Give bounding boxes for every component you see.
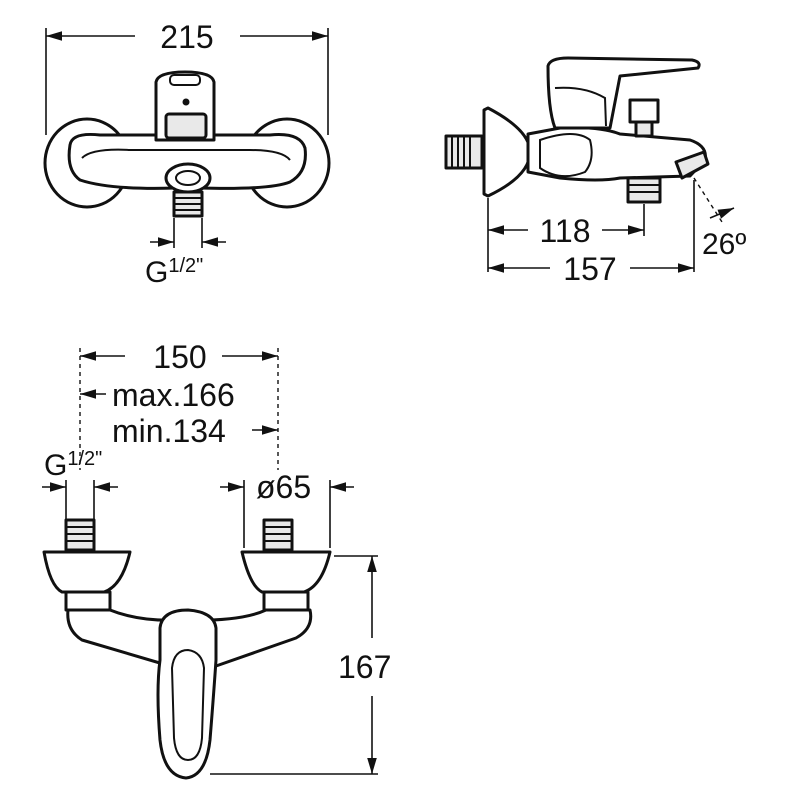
front-view: 215 G1/2": [43, 19, 331, 289]
dim-centers-max: max.166: [112, 377, 235, 413]
right-rosette-top: [240, 550, 332, 594]
top-handle: [156, 608, 218, 780]
side-lever: [546, 56, 701, 130]
side-rosette: [482, 106, 532, 198]
side-view: 26º 118 157: [444, 56, 746, 287]
side-lower-thread: [626, 176, 662, 204]
thread-label-front: G1/2": [145, 255, 203, 289]
mixer-body: [67, 133, 307, 190]
right-nut: [262, 590, 310, 612]
dim-height-167: 167: [338, 649, 391, 685]
dim-centers-150: 150: [153, 339, 206, 375]
dim-angle-26: 26º: [702, 228, 746, 261]
thread-label-top: G1/2": [44, 448, 102, 482]
dim-depth-157: 157: [563, 251, 616, 287]
left-nut: [64, 590, 112, 612]
top-view: 150 max.166 min.134 G1/2" ø65: [42, 339, 391, 780]
dim-rosette-65: ø65: [256, 469, 311, 505]
diverter-knob: [628, 98, 660, 124]
dim-centers-min: min.134: [112, 413, 226, 449]
spout-tip: [674, 150, 710, 180]
left-rosette-top: [42, 550, 132, 594]
dim-depth-118: 118: [539, 213, 590, 249]
dim-width-215: 215: [160, 19, 213, 55]
outlet: [164, 162, 212, 194]
